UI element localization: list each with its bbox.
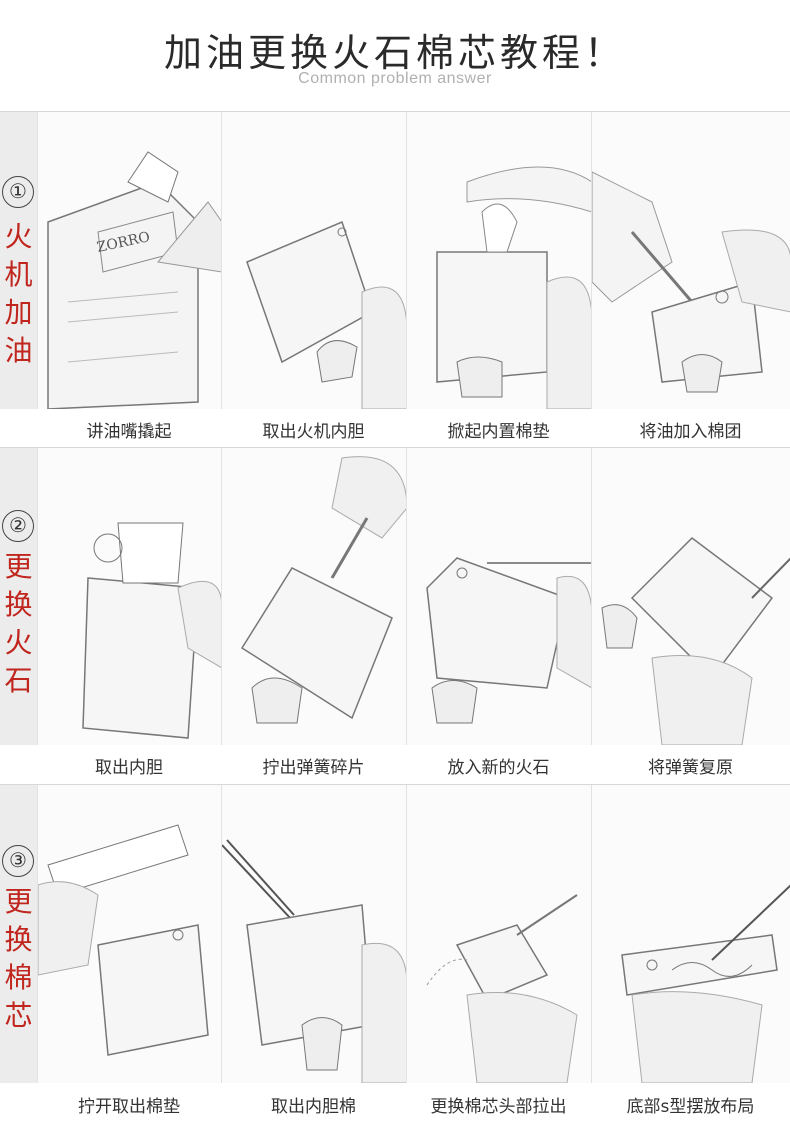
step-caption: 拧开取出棉垫 (78, 1097, 180, 1117)
section-label: 更换火石 (0, 548, 37, 700)
section-sidebar: ③ 更换棉芯 (0, 785, 37, 1083)
step-caption: 取出火机内胆 (262, 422, 365, 442)
step-caption: 将油加入棉团 (639, 422, 742, 442)
section-label: 更换棉芯 (0, 883, 37, 1035)
step-image: ZORRO (37, 112, 222, 409)
step-image (37, 785, 222, 1083)
step-caption: 取出内胆棉 (271, 1097, 356, 1117)
lighter-case-icon (82, 522, 222, 739)
section-label: 火机加油 (0, 218, 37, 370)
section-wick: ③ 更换棉芯 (0, 784, 790, 1134)
step-image (221, 112, 407, 409)
section-refuel: ① 火机加油 ZORRO (0, 111, 790, 448)
section-sidebar: ② 更换火石 (0, 448, 37, 745)
section-label-text: 更换棉芯 (4, 885, 33, 1032)
tweezers-icon (222, 839, 407, 1083)
step-caption: 更换棉芯头部拉出 (430, 1097, 567, 1117)
step-caption: 底部s型摆放布局 (626, 1097, 755, 1117)
felt-pad-icon (38, 824, 209, 1056)
spring-screw-icon (240, 456, 407, 724)
step-number-badge: ② (2, 510, 34, 542)
spring-icon (601, 537, 790, 745)
step-number-badge: ③ (2, 845, 34, 877)
wick-layout-icon (621, 884, 790, 1083)
step-caption: 拧出弹簧碎片 (262, 758, 365, 778)
step-image (591, 112, 790, 409)
step-image (37, 448, 222, 745)
step-image (591, 448, 790, 745)
section-flint: ② 更换火石 (0, 447, 790, 785)
step-image (406, 448, 592, 745)
flint-icon (426, 557, 592, 724)
page-title: 加油更换火石棉芯教程！ (163, 31, 626, 75)
header: 加油更换火石棉芯教程！ Common problem answer (0, 0, 790, 110)
step-caption: 掀起内置棉垫 (447, 422, 550, 442)
wick-icon (426, 894, 578, 1083)
section-label-text: 更换火石 (4, 550, 33, 697)
step-caption: 讲油嘴撬起 (86, 422, 172, 442)
section-label-text: 火机加油 (4, 220, 33, 367)
page-subtitle: Common problem answer (298, 70, 492, 87)
step-image (406, 112, 592, 409)
cotton-pad-icon (436, 166, 592, 409)
step-image (221, 448, 407, 745)
lighter-fluid-can-icon: ZORRO (47, 151, 222, 409)
step-caption: 将弹簧复原 (648, 758, 733, 778)
step-number-badge: ① (2, 176, 34, 208)
fuel-nozzle-icon (592, 171, 790, 393)
section-sidebar: ① 火机加油 (0, 112, 37, 409)
lighter-insert-icon (246, 220, 407, 409)
step-caption: 放入新的火石 (447, 758, 550, 778)
step-image (221, 785, 407, 1083)
step-caption: 取出内胆 (95, 758, 163, 778)
step-image (591, 785, 790, 1083)
step-image (406, 785, 592, 1083)
